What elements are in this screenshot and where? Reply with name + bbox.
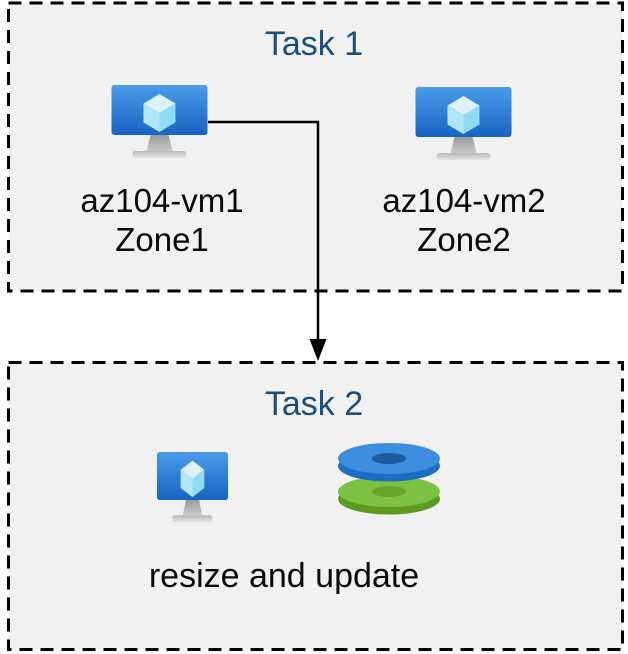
task1-box [7, 1, 624, 293]
vm2-zone: Zone2 [417, 221, 511, 258]
flow-arrow [208, 120, 327, 361]
vm1-zone: Zone1 [115, 221, 209, 258]
vm1-name: az104-vm1 [80, 182, 244, 219]
task2-caption: resize and update [148, 557, 420, 595]
task2-title: Task 2 [264, 385, 364, 423]
vm1-label: az104-vm1 Zone1 [62, 181, 262, 259]
vm2-label: az104-vm2 Zone2 [364, 181, 564, 259]
azure-vm-icon [415, 87, 512, 160]
task1-title: Task 1 [264, 25, 364, 63]
azure-vm-icon [157, 452, 228, 522]
task2-box [7, 361, 624, 651]
disk-stack-icon [338, 443, 440, 515]
vm2-name: az104-vm2 [382, 182, 546, 219]
azure-vm-icon [111, 85, 208, 158]
